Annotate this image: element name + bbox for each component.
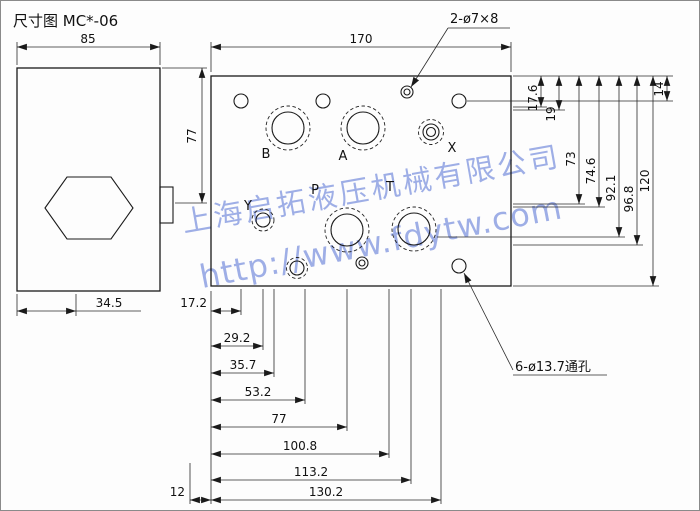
dim-74-6: 74.6 xyxy=(584,158,598,185)
mount-hole xyxy=(233,93,249,109)
dim-77-bottom: 77 xyxy=(271,412,286,426)
port-b-boltcircle xyxy=(265,105,311,151)
dim-17-2: 17.2 xyxy=(180,296,207,310)
port-b-hole xyxy=(271,111,305,145)
port-x-hole-inner xyxy=(425,126,437,138)
port-label-y: Y xyxy=(243,199,252,214)
dim-34-5: 34.5 xyxy=(96,296,123,310)
side-view-body xyxy=(16,67,161,292)
port-labels: B A X Y P T xyxy=(243,141,457,214)
pin-hole xyxy=(355,256,369,270)
mount-hole xyxy=(451,93,467,109)
port-label-b: B xyxy=(262,147,271,162)
pin-hole xyxy=(400,85,414,99)
drawing-title: 尺寸图 MC*-06 xyxy=(13,12,118,30)
port-x-boltcircle xyxy=(418,119,444,145)
side-view xyxy=(16,67,174,292)
port-label-t: T xyxy=(385,180,394,195)
hex-plug xyxy=(44,176,134,240)
dim-92-1: 92.1 xyxy=(604,175,618,202)
dim-120: 120 xyxy=(638,170,652,193)
side-view-dimensions: 77 34.5 xyxy=(16,67,207,316)
port-y-hole xyxy=(255,212,271,228)
watermark: 上海启拓液压机械有限公司 http://www.fdytw.com xyxy=(179,139,565,296)
bottom-dimension-chain: 17.2 29.2 35.7 53.2 77 100.8 113.2 130.2… xyxy=(170,289,442,504)
callout-pin-holes: 2-ø7×8 xyxy=(450,12,498,27)
dim-85: 85 xyxy=(80,32,95,46)
dim-77-side: 77 xyxy=(185,128,199,143)
mount-hole xyxy=(451,258,467,274)
port-a-hole xyxy=(346,111,380,145)
port-p-hole xyxy=(330,213,364,247)
dim-17-6: 17.6 xyxy=(526,85,540,112)
dim-96-8: 96.8 xyxy=(622,186,636,213)
port-label-a: A xyxy=(339,149,348,164)
dim-170: 170 xyxy=(350,32,373,46)
right-dimension-chain: 17.6 19 73 74.6 92.1 96.8 120 14 xyxy=(437,75,673,287)
port-t-boltcircle xyxy=(391,206,437,252)
dim-29-2: 29.2 xyxy=(224,331,251,345)
port-p-boltcircle xyxy=(324,207,370,253)
manifold-plate xyxy=(210,75,512,287)
mount-hole xyxy=(315,93,331,109)
dim-19: 19 xyxy=(544,106,558,121)
dim-130-2: 130.2 xyxy=(309,485,343,499)
port-label-p: P xyxy=(311,183,319,198)
port-a-boltcircle xyxy=(340,105,386,151)
dim-14: 14 xyxy=(652,81,666,96)
pin-hole-inner xyxy=(403,88,411,96)
front-view xyxy=(210,75,512,287)
port-y-boltcircle xyxy=(251,208,275,232)
top-dimensions: 85 170 xyxy=(16,32,512,72)
dim-53-2: 53.2 xyxy=(245,385,272,399)
mount-hole-dashed xyxy=(286,257,308,279)
port-t-hole xyxy=(397,212,431,246)
callouts: 2-ø7×8 6-ø13.7通孔 xyxy=(410,12,607,376)
side-port-boss xyxy=(159,186,174,224)
dim-12: 12 xyxy=(170,485,185,499)
mount-hole xyxy=(289,260,305,276)
pin-hole-inner xyxy=(358,259,366,267)
port-label-x: X xyxy=(448,141,457,156)
callout-through-holes: 6-ø13.7通孔 xyxy=(515,360,591,375)
dim-73: 73 xyxy=(564,151,578,166)
dim-113-2: 113.2 xyxy=(294,465,328,479)
port-x-hole xyxy=(422,123,440,141)
dim-100-8: 100.8 xyxy=(283,439,317,453)
dim-35-7: 35.7 xyxy=(230,358,257,372)
